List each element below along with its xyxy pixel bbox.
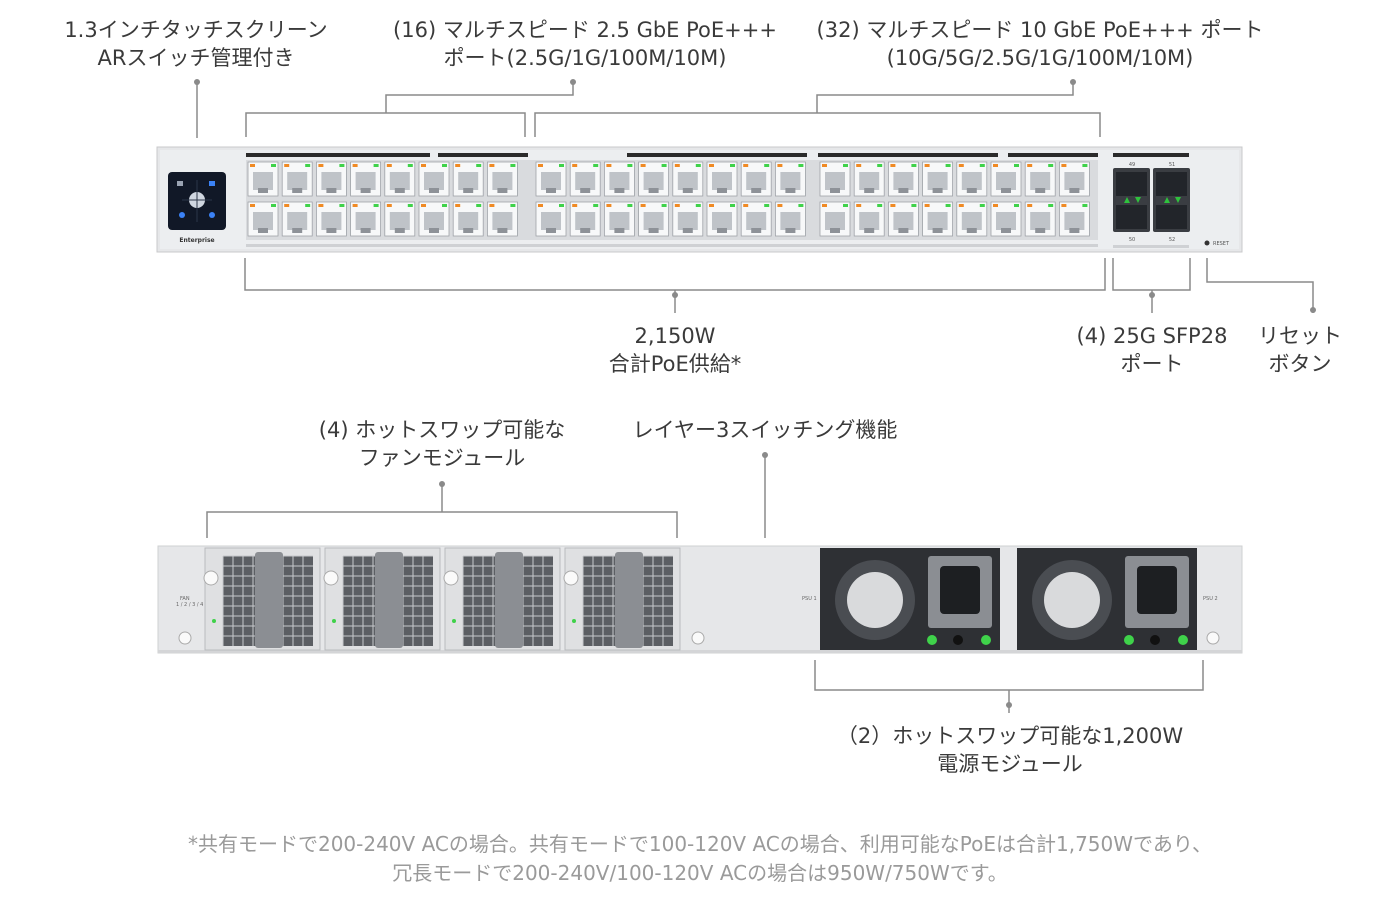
rj45-port <box>486 161 518 197</box>
footnote: *共有モードで200-240V ACの場合。共有モードで100-120V ACの… <box>187 832 1213 885</box>
leader-dots <box>194 79 1316 708</box>
rj45-port <box>486 201 518 237</box>
fans-label: (4) ホットスワップ可能なファンモジュール <box>318 418 566 470</box>
rj45-port <box>1059 201 1090 237</box>
rj45-port <box>418 201 450 237</box>
rj45-port <box>281 201 313 237</box>
reset-text: RESET <box>1213 241 1230 247</box>
rj45-port <box>604 161 635 197</box>
rj45-port <box>922 161 953 197</box>
rj45-port <box>888 201 919 237</box>
psu-modules <box>820 548 1197 650</box>
fan-module <box>443 547 561 651</box>
rj45-port <box>452 201 484 237</box>
fan-number-text: 1 / 2 / 3 / 4 <box>176 602 203 608</box>
rj45-port <box>956 161 988 197</box>
reset-button <box>1204 240 1210 246</box>
rj45-port <box>819 161 851 197</box>
rj45-port <box>247 161 279 197</box>
psu1-label: PSU 1 <box>802 596 817 602</box>
sfp-51-label: 51 <box>1169 162 1175 168</box>
rj45-port <box>418 161 450 197</box>
rj45-port <box>569 201 601 237</box>
psu2-label: PSU 2 <box>1203 596 1218 602</box>
reset-label: リセットボタン <box>1258 324 1342 376</box>
sfp-49-label: 49 <box>1129 162 1135 168</box>
rj45-port <box>775 201 806 237</box>
rj45-port <box>990 201 1022 237</box>
rj45-port <box>535 201 567 237</box>
ports-10g-label: (32) マルチスピード 10 GbE PoE+++ ポート(10G/5G/2.… <box>816 18 1264 70</box>
rj45-port <box>569 161 601 197</box>
rj45-port <box>452 161 484 197</box>
rj45-port <box>535 161 567 197</box>
rj45-port <box>922 201 953 237</box>
ports-2-5g-label: (16) マルチスピード 2.5 GbE PoE+++ポート(2.5G/1G/1… <box>393 18 777 70</box>
leader-lines <box>196 82 1314 713</box>
rj45-port <box>853 201 885 237</box>
front-panel: Enterprise 49 51 50 52 <box>156 146 1243 253</box>
rj45-port <box>853 161 885 197</box>
fan-label-text: FAN <box>180 596 190 602</box>
rj45-port <box>384 161 416 197</box>
rj45-port <box>315 201 347 237</box>
rj45-port <box>604 201 635 237</box>
fan-module <box>203 547 321 651</box>
rj45-port <box>638 161 669 197</box>
brand-text: Enterprise <box>179 237 214 244</box>
rj45-port <box>1024 201 1056 237</box>
rj45-port <box>956 201 988 237</box>
touchscreen-display: Enterprise <box>168 172 226 244</box>
rj45-port <box>1024 161 1056 197</box>
rj45-port <box>775 161 806 197</box>
fan-module <box>563 547 681 651</box>
fan-module <box>323 547 441 651</box>
rj45-port <box>247 201 279 237</box>
rj45-port <box>990 161 1022 197</box>
psu-module <box>820 548 1000 650</box>
rj45-port <box>672 201 704 237</box>
rj45-port <box>888 161 919 197</box>
sfp-52-label: 52 <box>1169 237 1175 243</box>
rj45-port <box>638 201 669 237</box>
rj45-port <box>706 161 738 197</box>
layer3-label: レイヤー3スイッチング機能 <box>632 418 898 442</box>
rj45-port <box>350 161 382 197</box>
rj45-port <box>281 161 313 197</box>
sfp-50-label: 50 <box>1129 237 1135 243</box>
rear-panel: FAN 1 / 2 / 3 / 4 PSU 1 PSU 2 <box>157 545 1243 654</box>
rj45-port <box>740 201 772 237</box>
rj45-port <box>315 161 347 197</box>
psu-module <box>1017 548 1197 650</box>
rj45-port <box>706 201 738 237</box>
rj45-port-grid <box>247 161 1090 237</box>
rj45-port <box>819 201 851 237</box>
rj45-port <box>350 201 382 237</box>
fan-modules <box>203 547 681 651</box>
rj45-port <box>672 161 704 197</box>
rj45-port <box>1059 161 1090 197</box>
rj45-port <box>384 201 416 237</box>
sfp28-cages: 49 51 50 52 <box>1113 162 1190 248</box>
rj45-port <box>740 161 772 197</box>
